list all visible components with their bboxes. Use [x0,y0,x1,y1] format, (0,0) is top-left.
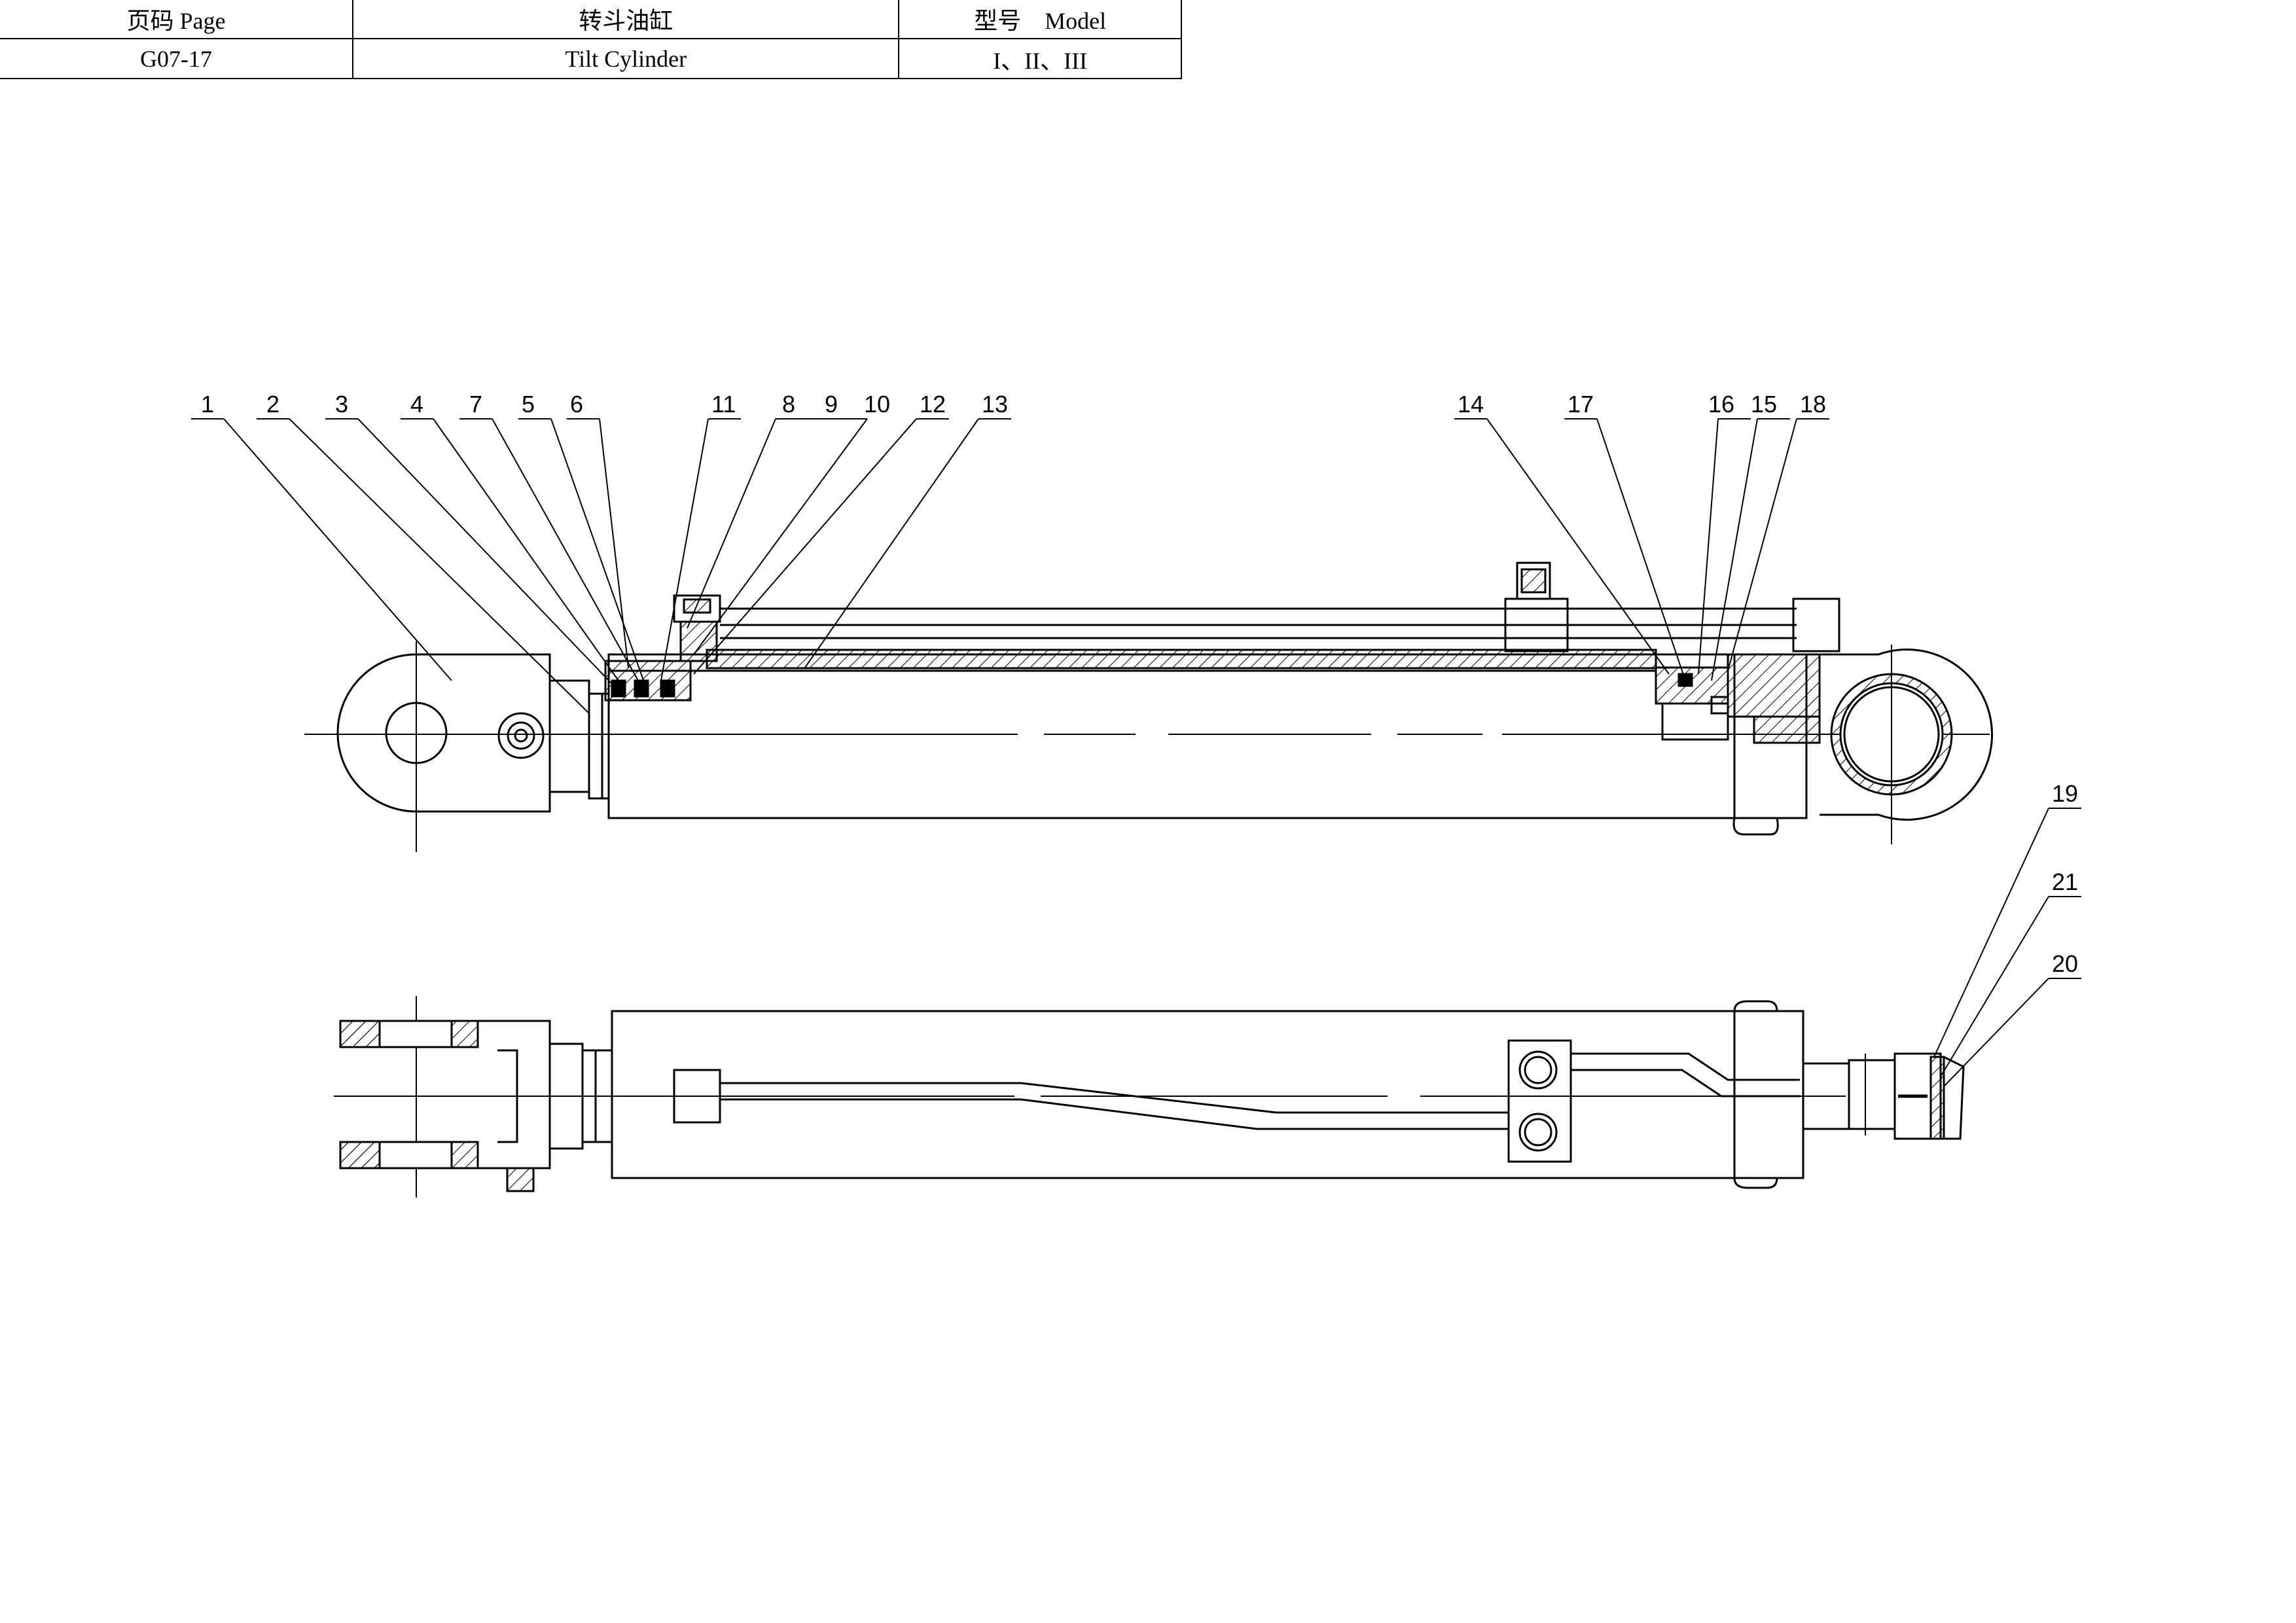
callout-7: 7 [469,391,482,418]
callout-5: 5 [522,391,535,418]
callout-4: 4 [410,391,423,418]
callout-10: 10 [864,391,890,418]
callout-6: 6 [570,391,583,418]
callout-labels: 1 2 3 4 7 5 6 11 8 9 10 12 13 14 17 16 1… [201,391,2078,977]
callout-15: 15 [1751,391,1777,418]
callout-9: 9 [825,391,838,418]
model-label: 型号 Model [898,0,1182,40]
callout-17: 17 [1568,391,1594,418]
part-name-cn: 转斗油缸 [352,0,900,40]
top-view [334,996,1965,1198]
leader-lines [191,418,2081,1087]
callout-1: 1 [201,391,214,418]
callout-12: 12 [920,391,946,418]
callout-13: 13 [982,391,1008,418]
side-section-view [304,562,1993,852]
callout-2: 2 [266,391,279,418]
page-label: 页码 Page [0,0,354,40]
callout-16: 16 [1708,391,1734,418]
page-number: G07-17 [0,38,354,79]
callout-18: 18 [1800,391,1826,418]
callout-3: 3 [335,391,348,418]
title-block: 页码 Page 转斗油缸 型号 Model G07-17 Tilt Cylind… [0,0,1182,79]
callout-8: 8 [782,391,795,418]
model-value: I、II、III [898,38,1182,79]
part-name-en: Tilt Cylinder [352,38,900,79]
callout-20: 20 [2052,950,2078,977]
callout-11: 11 [711,391,736,418]
callout-14: 14 [1458,391,1484,418]
callout-19: 19 [2052,780,2078,807]
callout-21: 21 [2052,868,2078,895]
